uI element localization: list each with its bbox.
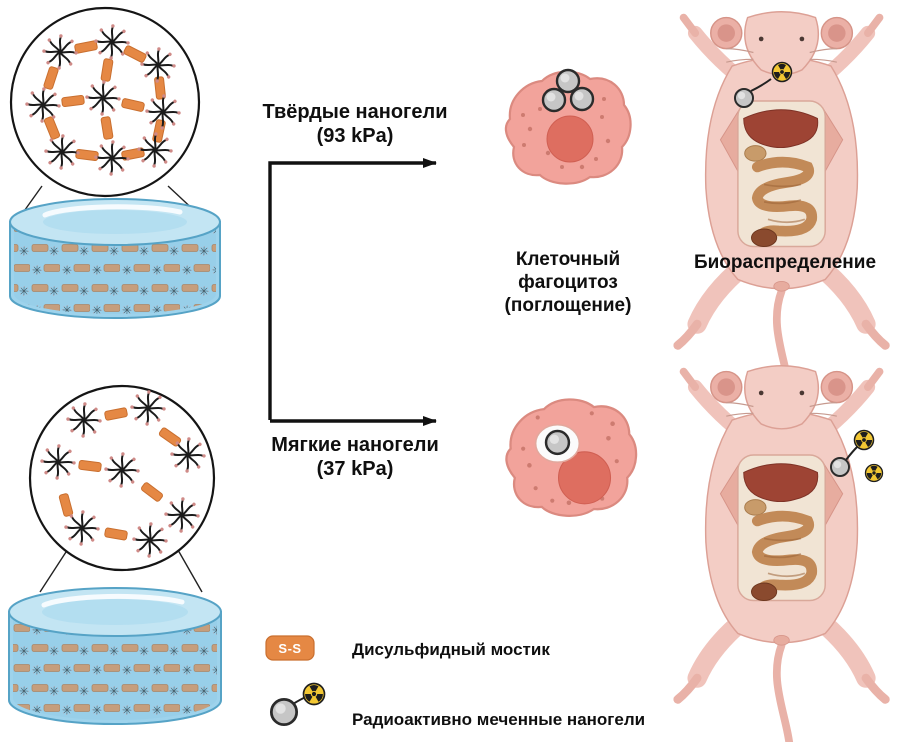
hard-nanogel-network-inset <box>9 6 201 215</box>
cytoplasm-granules <box>521 90 611 170</box>
soft-nanogel-network-inset <box>28 384 216 593</box>
soft-nanogel-vial <box>8 587 222 725</box>
branch-arrows <box>268 158 437 426</box>
radioactive-icon <box>855 431 874 450</box>
hard-nanogel-label: Твёрдые наногели (93 kPa) <box>245 100 465 149</box>
biodistribution-label: Биораспределение <box>693 252 877 273</box>
phagocytosis-label-line2: фагоцитоз <box>518 272 618 294</box>
tether-line <box>845 445 859 461</box>
cytoplasm-granules <box>521 411 619 506</box>
branch-arrow-hard <box>268 158 437 420</box>
legend-disulfide-label: Дисульфидный мостик <box>352 640 550 659</box>
mouse-biodistribution-soft <box>678 366 886 742</box>
legend: S-S <box>265 635 325 727</box>
radioactive-icon <box>304 684 325 705</box>
radioactive-icon <box>866 465 883 482</box>
nanogel-icon <box>829 456 851 478</box>
soft-nanogel-label: Мягкие наногели (37 kPa) <box>245 433 465 482</box>
phagocytosis-label-line3: (поглощение) <box>504 295 632 317</box>
phagocytosis-label-line1: Клеточный <box>515 249 621 270</box>
soft-nanogel-label-name: Мягкие наногели <box>271 434 439 456</box>
tether-line <box>750 78 772 92</box>
hard-nanogel-label-stiffness: (93 kPa) <box>316 125 394 148</box>
nanogel-icon <box>544 429 571 456</box>
hard-nanogel-vial <box>9 198 221 319</box>
radiolabel-marker-hard <box>733 63 792 109</box>
radiolabel-marker-soft <box>829 431 883 482</box>
nanogel-icon <box>733 87 755 109</box>
nanogel-icon <box>569 86 595 112</box>
disulfide-badge <box>265 635 315 661</box>
nanogel-icon <box>541 87 567 113</box>
radioactive-icon <box>773 63 792 82</box>
cell-phagocytosis-soft <box>505 398 638 517</box>
soft-nanogel-label-stiffness: (37 kPa) <box>316 458 394 481</box>
disulfide-badge-text: S-S <box>278 641 301 656</box>
nucleus <box>558 451 612 505</box>
legend-radiolabeled-label: Радиоактивно меченные наногели <box>352 710 646 729</box>
cell-phagocytosis-hard <box>504 68 632 185</box>
hard-nanogel-label-name: Твёрдые наногели <box>262 101 448 123</box>
nucleus <box>546 115 594 163</box>
phagocytosis-label: Клеточный фагоцитоз (поглощение) <box>486 248 650 318</box>
nanogel-icon <box>269 697 299 727</box>
